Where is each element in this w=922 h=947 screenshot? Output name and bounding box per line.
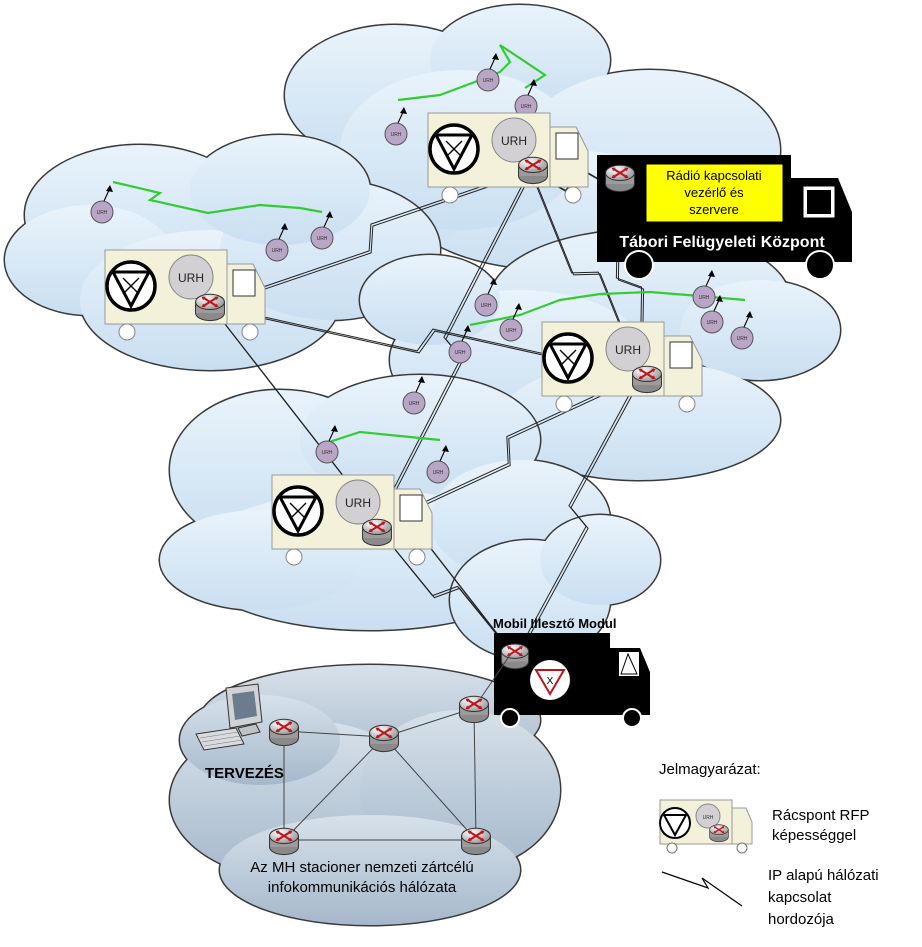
radio-node: URH	[265, 223, 289, 262]
radio-node-label: URH	[707, 320, 718, 326]
legend-title: Jelmagyarázat:	[659, 761, 761, 778]
radio-node: URH	[402, 376, 426, 415]
legend-urh-label: URH	[703, 815, 714, 821]
radio-node: URH	[448, 325, 472, 364]
field-supervision-center: Rádió kapcsolati vezérlő és szervere Táb…	[597, 155, 852, 280]
radio-node: URH	[730, 311, 754, 350]
urh-label: URH	[501, 134, 527, 148]
radio-node-label: URH	[506, 328, 517, 334]
radio-node-label: URH	[322, 450, 333, 456]
urh-radio-icon	[491, 117, 537, 163]
ip-link-line	[209, 304, 641, 376]
urh-label: URH	[615, 343, 641, 357]
radio-node-label: URH	[699, 295, 710, 301]
radio-node-label: URH	[455, 350, 466, 356]
wheel	[241, 323, 259, 341]
planning-label: TERVEZÉS	[205, 765, 284, 782]
ip-link-line	[376, 376, 643, 528]
computer-icon	[195, 683, 263, 751]
trucks-layer: URH URH URH URH	[104, 112, 703, 566]
radio-node: URH	[499, 303, 523, 342]
wheel	[678, 395, 696, 413]
router-icon	[368, 724, 400, 753]
rfp-node-truck: URH	[541, 321, 703, 413]
radio-node: URH	[476, 53, 500, 92]
wheel	[564, 186, 582, 204]
ip-link-line	[516, 376, 643, 660]
mobile-module-symbol: X	[547, 676, 554, 687]
router-icon	[517, 156, 549, 185]
router-icon	[361, 518, 393, 547]
radio-link-line	[397, 44, 548, 102]
urh-radio-icon	[335, 479, 381, 525]
radio-node: URH	[315, 425, 339, 464]
legend-node-line1: Rácspont RFP	[772, 807, 870, 824]
legend-node-line2: képességgel	[772, 827, 856, 844]
radio-node: URH	[426, 445, 450, 484]
mobile-interface-module: X Mobil Illesztő Modul	[493, 616, 650, 728]
radio-node-label: URH	[481, 303, 492, 309]
legend-link-line3: hordozója	[768, 911, 835, 928]
legend-link-line2: kapcsolat	[768, 889, 832, 906]
network-label-line1: Az MH stacioner nemzeti zártcélú	[250, 859, 473, 876]
rfp-node-truck: URH	[427, 112, 589, 204]
router-icon	[268, 827, 300, 856]
radio-node-label: URH	[521, 104, 532, 110]
mobile-module-label: Mobil Illesztő Modul	[493, 616, 617, 631]
radio-node-label: URH	[391, 132, 402, 138]
legend-link-icon	[661, 871, 743, 907]
wheel	[285, 548, 303, 566]
ip-link-line	[376, 526, 518, 660]
radio-node: URH	[90, 185, 114, 224]
router-icon	[631, 365, 663, 394]
cloud-layer	[3, 3, 842, 927]
radio-node-label: URH	[317, 236, 328, 242]
rfp-node-truck: URH	[104, 249, 266, 341]
router-icon	[268, 718, 300, 747]
ip-link-line	[374, 374, 641, 526]
rfp-node-truck: URH	[271, 474, 433, 566]
radio-link-line	[112, 180, 323, 215]
legend-node-icon: URH	[659, 799, 753, 854]
router-icon	[194, 293, 226, 322]
radio-nodes-layer: URH URH URH URH URH URH URH URH URH URH URH URH URH U…	[90, 53, 754, 484]
radio-link-line	[319, 430, 441, 447]
radio-control-server-box	[645, 163, 784, 223]
urh-radio-icon	[168, 254, 214, 300]
radio-node: URH	[692, 270, 716, 309]
wheel	[441, 186, 459, 204]
radio-node: URH	[700, 295, 724, 334]
field-center-label: Tábori Felügyeleti Központ	[619, 234, 825, 251]
radio-node-label: URH	[272, 248, 283, 254]
planning-workstation: TERVEZÉS	[195, 683, 284, 782]
radio-node-label: URH	[483, 78, 494, 84]
stationary-network: Az MH stacioner nemzeti zártcélú infokom…	[250, 654, 511, 896]
radio-node-label: URH	[409, 401, 420, 407]
network-label-line2: infokommunikációs hálózata	[268, 879, 457, 896]
radio-center-line1: Rádió kapcsolati	[666, 168, 761, 183]
router-icon	[460, 827, 492, 856]
radio-node: URH	[384, 107, 408, 146]
wheel	[118, 323, 136, 341]
wheel	[408, 548, 426, 566]
radio-node-label: URH	[737, 336, 748, 342]
ip-link-line	[211, 306, 643, 378]
urh-label: URH	[345, 496, 371, 510]
radio-center-line2: vezérlő és	[684, 185, 744, 200]
radio-node: URH	[474, 278, 498, 317]
wheel	[555, 395, 573, 413]
radio-node-label: URH	[97, 210, 108, 216]
router-icon	[458, 695, 490, 724]
radio-node-label: URH	[433, 470, 444, 476]
urh-radio-icon	[605, 326, 651, 372]
radio-center-line3: szervere	[689, 202, 739, 217]
legend: Jelmagyarázat: URH Rácspont RFP képesség…	[659, 761, 879, 928]
urh-label: URH	[178, 271, 204, 285]
legend-link-line1: IP alapú hálózati	[768, 867, 879, 884]
radio-node: URH	[310, 211, 334, 250]
